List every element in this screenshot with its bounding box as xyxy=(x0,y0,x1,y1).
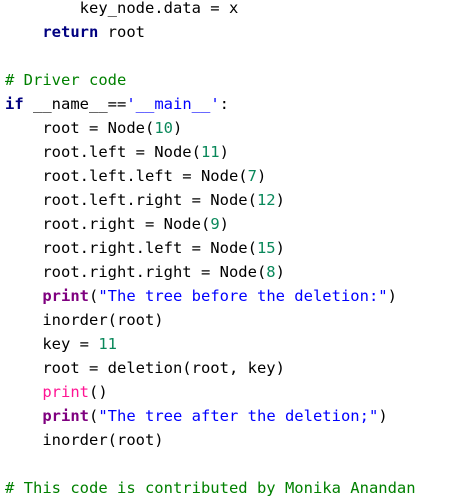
code-token: () xyxy=(89,383,108,401)
code-token: root.left = Node( xyxy=(42,143,201,161)
code-token: ) xyxy=(172,119,183,137)
comment-token: # Driver code xyxy=(5,71,127,89)
code-token: root = deletion(root, key) xyxy=(42,359,285,377)
code-indent xyxy=(5,0,80,17)
code-block: key_node.data = x return root # Driver co… xyxy=(5,0,461,500)
number-token: 11 xyxy=(200,143,220,161)
number-token: 7 xyxy=(247,167,257,185)
code-indent xyxy=(5,191,42,209)
code-line: root.left.right = Node(12) xyxy=(5,188,461,212)
code-indent xyxy=(5,215,42,233)
code-token: ) xyxy=(387,287,397,305)
number-token: 10 xyxy=(154,119,173,137)
print-token: print xyxy=(42,407,89,425)
code-token: inorder(root) xyxy=(42,311,164,329)
code-indent xyxy=(5,311,42,329)
code-token: __name__== xyxy=(23,95,127,113)
code-token: ) xyxy=(378,407,388,425)
comment-token: # This code is contributed by Monika Ana… xyxy=(5,479,416,497)
code-line: root = Node(10) xyxy=(5,116,461,140)
builtin-token: print xyxy=(42,383,89,401)
code-line: root.left.left = Node(7) xyxy=(5,164,461,188)
code-token: ( xyxy=(89,407,99,425)
string-token: '__main__' xyxy=(126,95,220,113)
code-token: root.right = Node( xyxy=(42,215,211,233)
code-token: ) xyxy=(256,167,267,185)
code-indent xyxy=(5,263,42,281)
number-token: 12 xyxy=(256,191,276,209)
keyword-token: return xyxy=(42,23,99,41)
code-line: root.right.right = Node(8) xyxy=(5,260,461,284)
code-token: ) xyxy=(275,191,285,209)
code-line: # This code is contributed by Monika Ana… xyxy=(5,476,461,500)
code-line: key_node.data = x xyxy=(5,0,461,20)
number-token: 15 xyxy=(256,239,276,257)
code-indent xyxy=(5,335,42,353)
code-token: root xyxy=(98,23,145,41)
code-indent xyxy=(5,407,42,425)
code-line: if __name__=='__main__': xyxy=(5,92,461,116)
code-token: : xyxy=(219,95,229,113)
code-token: root = Node( xyxy=(42,119,155,137)
code-line: root.left = Node(11) xyxy=(5,140,461,164)
code-indent xyxy=(5,383,42,401)
code-line: print("The tree after the deletion;") xyxy=(5,404,461,428)
code-indent xyxy=(5,287,42,305)
keyword-token: if xyxy=(5,95,24,113)
code-token: ) xyxy=(275,263,285,281)
code-token: root.right.right = Node( xyxy=(42,263,267,281)
number-token: 9 xyxy=(210,215,220,233)
code-line: # Driver code xyxy=(5,68,461,92)
string-token: "The tree after the deletion;" xyxy=(98,407,379,425)
code-token: ( xyxy=(89,287,99,305)
print-token: print xyxy=(42,287,89,305)
code-line: return root xyxy=(5,20,461,44)
number-token: 8 xyxy=(266,263,276,281)
code-token: root.right.left = Node( xyxy=(42,239,257,257)
code-indent xyxy=(5,143,42,161)
code-line: print("The tree before the deletion:") xyxy=(5,284,461,308)
code-line: root.right = Node(9) xyxy=(5,212,461,236)
code-token: key_node.data = x xyxy=(79,0,239,17)
code-token: ) xyxy=(219,215,229,233)
code-indent xyxy=(5,239,42,257)
code-line: key = 11 xyxy=(5,332,461,356)
code-indent xyxy=(5,119,42,137)
code-line: inorder(root) xyxy=(5,428,461,452)
code-indent xyxy=(5,23,42,41)
code-token: key = xyxy=(42,335,99,353)
string-token: "The tree before the deletion:" xyxy=(98,287,388,305)
code-token: inorder(root) xyxy=(42,431,164,449)
code-line xyxy=(5,44,461,68)
code-line xyxy=(5,452,461,476)
code-token: ) xyxy=(219,143,229,161)
code-line: root = deletion(root, key) xyxy=(5,356,461,380)
code-line: root.right.left = Node(15) xyxy=(5,236,461,260)
code-token: root.left.right = Node( xyxy=(42,191,257,209)
code-indent xyxy=(5,359,42,377)
code-line: print() xyxy=(5,380,461,404)
code-indent xyxy=(5,167,42,185)
code-token: root.left.left = Node( xyxy=(42,167,248,185)
code-indent xyxy=(5,431,42,449)
number-token: 11 xyxy=(98,335,117,353)
code-line: inorder(root) xyxy=(5,308,461,332)
code-token: ) xyxy=(275,239,285,257)
